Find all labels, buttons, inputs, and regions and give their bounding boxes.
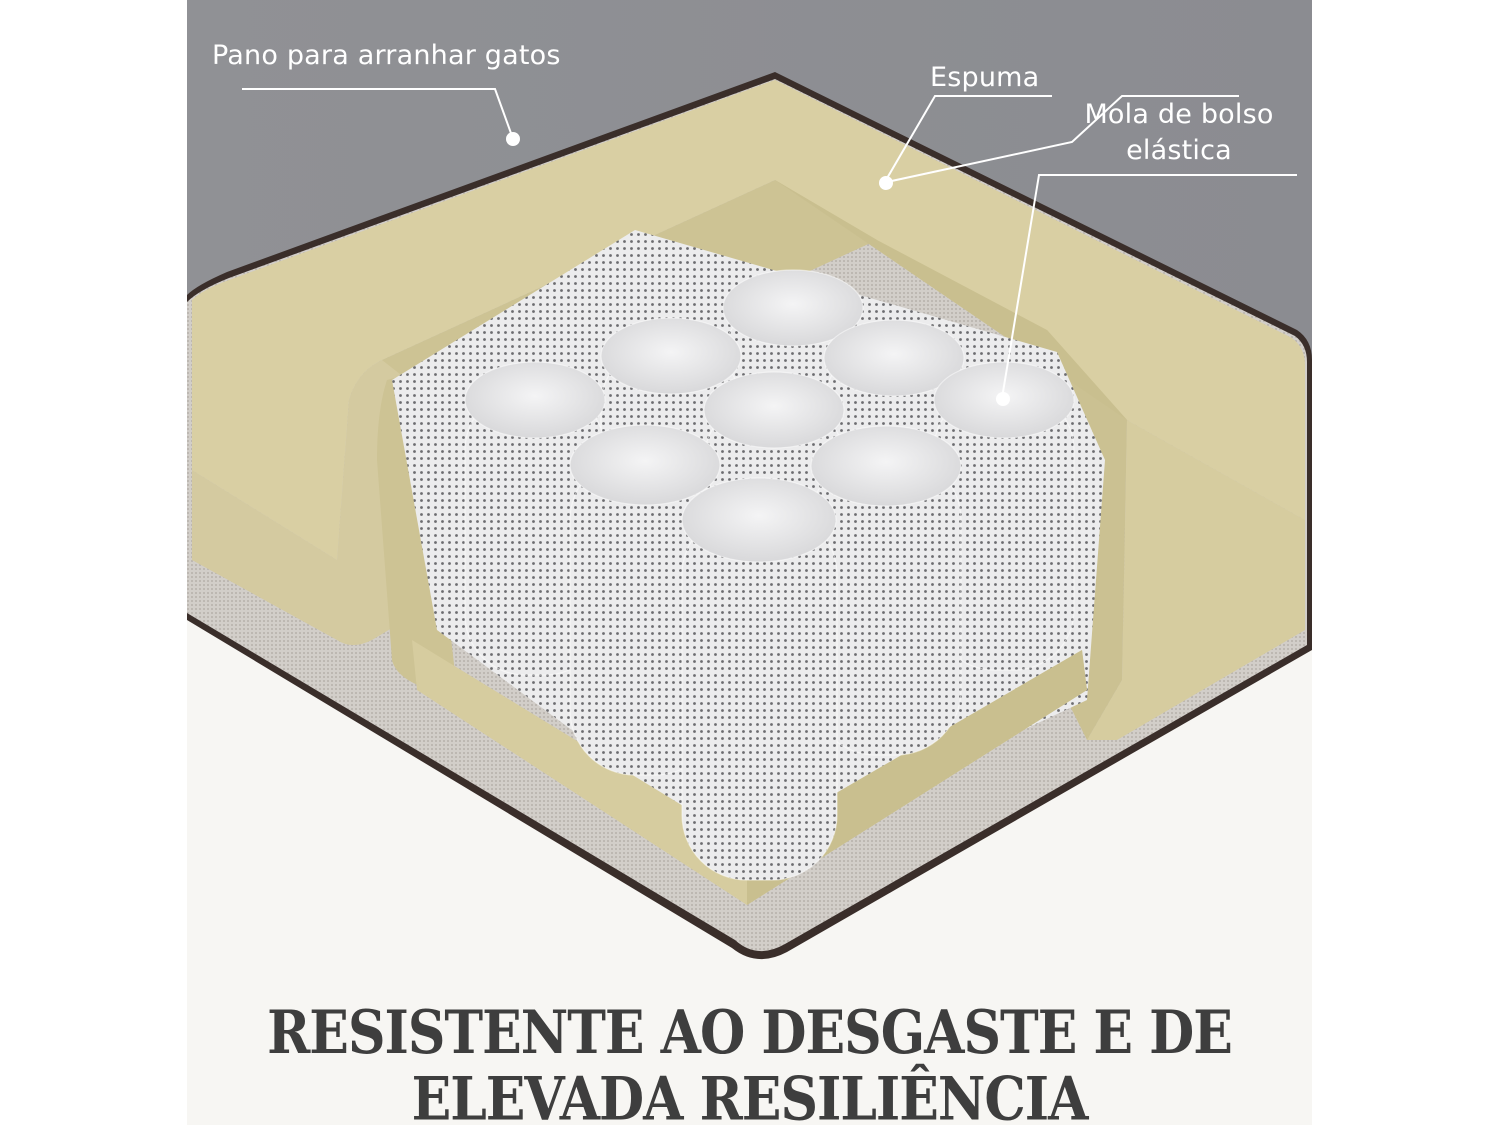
headline: RESISTENTE AO DESGASTE E DE ELEVADA RESI… <box>187 997 1312 1125</box>
headline-line2: ELEVADA RESILIÊNCIA <box>411 1064 1089 1125</box>
callout-foam <box>886 95 1239 183</box>
label-pocket-spring: Mola de bolso elástica <box>1064 97 1294 169</box>
callout-cover <box>242 88 513 137</box>
callout-dot-spring <box>996 392 1010 406</box>
white-lower-background <box>187 615 1312 1125</box>
foam-left-wall <box>192 348 412 645</box>
callout-spring-line <box>1001 174 1297 399</box>
callout-dot-foam <box>879 176 893 190</box>
label-pocket-spring-line2: elástica <box>1126 135 1232 166</box>
foam-right-wall <box>1087 420 1305 740</box>
product-infographic: Pano para arranhar gatos Espuma Mola de … <box>187 0 1312 1125</box>
foam-top-surface <box>192 80 1305 560</box>
mattress-cross-section-illustration <box>187 0 1312 1125</box>
label-pocket-spring-line1: Mola de bolso <box>1084 99 1274 130</box>
callout-dot-cover <box>506 132 520 146</box>
label-cover-fabric: Pano para arranhar gatos <box>212 40 561 71</box>
label-foam: Espuma <box>930 62 1040 93</box>
pocket-springs <box>464 269 1075 881</box>
headline-line1: RESISTENTE AO DESGASTE E DE <box>267 997 1233 1068</box>
